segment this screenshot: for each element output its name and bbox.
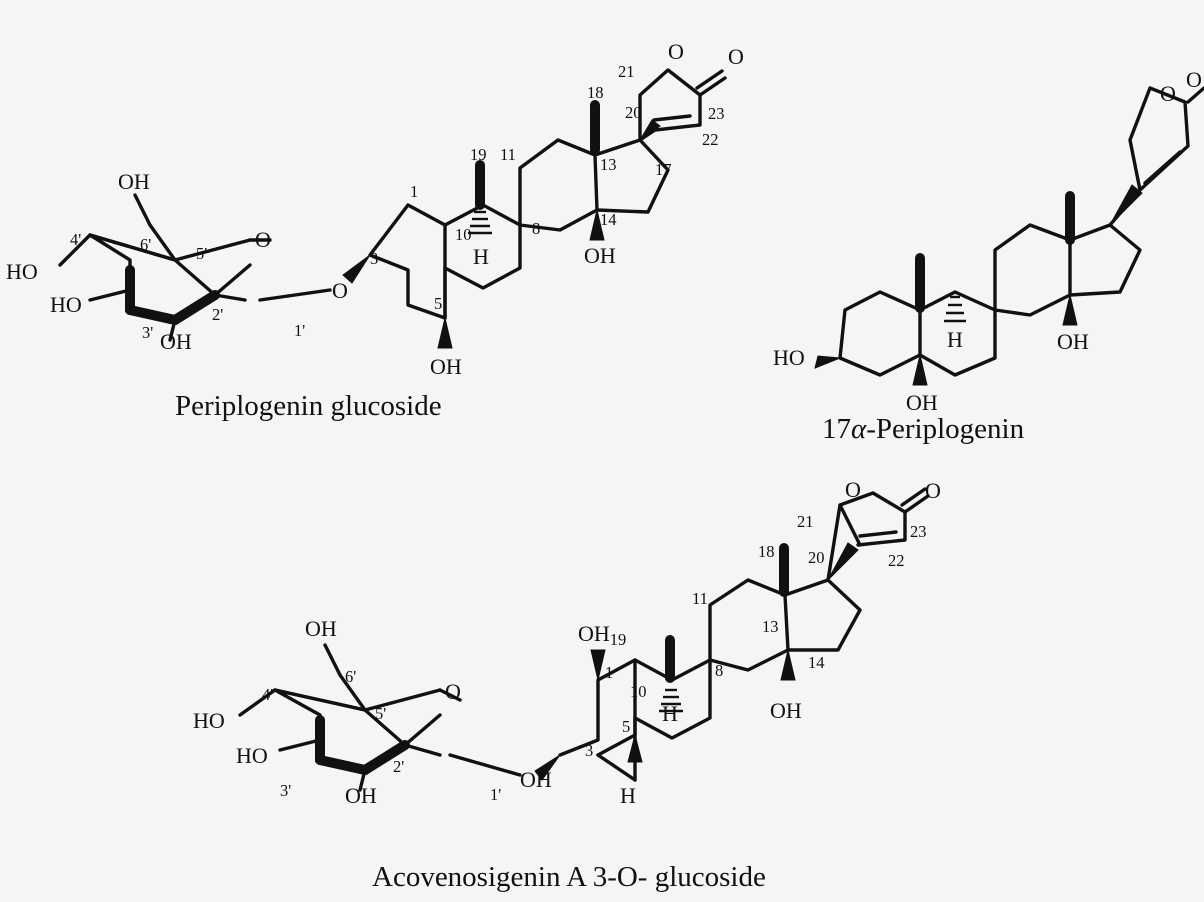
caption-alpha-symbol: α [851,413,867,445]
hashed-bond-9h-3 [659,688,683,713]
locant-11-3: 11 [692,589,708,608]
locant-19: 19 [470,145,487,164]
atom-o-carbonyl-2: O [1186,67,1202,92]
locant-20: 20 [625,103,642,122]
locant-18: 18 [587,83,604,102]
locant-5-3: 5 [622,717,630,736]
locant-21-3: 21 [797,512,814,531]
locant-1-3: 1 [605,663,613,682]
atom-h-9: H [473,244,489,269]
atom-o-ring: O [668,39,684,64]
locant-1p-3: 1' [490,785,501,804]
hashed-bond-9h [468,210,492,235]
atom-oh-6p-3: OH [305,616,337,641]
locant-14-3: 14 [808,653,825,672]
atom-h-9-2: H [947,327,963,352]
structure-17a-periplogenin: O O HO OH OH H 17α-Periplogenin [773,67,1204,445]
locant-18-3: 18 [758,542,775,561]
atom-oh-14-3: OH [770,698,802,723]
locant-23-3: 23 [910,522,927,541]
locant-11: 11 [500,145,516,164]
caption-prefix: 17 [822,413,851,445]
locant-22-3: 22 [888,551,905,570]
locant-1: 1 [410,182,418,201]
caption-acovenosigenin-glucoside: Acovenosigenin A 3-O- glucoside [372,861,766,893]
locant-13-3: 13 [762,617,779,636]
atom-o-pyranose: O [255,227,271,252]
atom-ho-4p-3: HO [193,708,225,733]
locant-14: 14 [600,210,617,229]
atom-oh-5-2: OH [906,390,938,415]
caption-suffix: -Periplogenin [866,413,1024,445]
atom-o-glycosidic: O [332,278,348,303]
locant-10-3: 10 [630,682,647,701]
atom-o-ring-3: O [845,477,861,502]
atom-oh-2p-3: OH [345,783,377,808]
atom-oh-2p: OH [160,329,192,354]
atom-h-5-3: H [620,783,636,808]
atom-oh-5: OH [430,354,462,379]
locant-6p: 6' [140,235,151,254]
locant-17: 17 [655,160,672,179]
locant-1p: 1' [294,321,305,340]
atom-oh-1-label: OH [578,621,610,646]
hashed-bond-9h-2 [944,295,966,323]
locant-3p-3: 3' [280,781,291,800]
locant-3-3: 3 [585,741,593,760]
atom-o-carbonyl-3: O [925,478,941,503]
locant-2p-3: 2' [393,757,404,776]
atom-ho-3p-3: HO [236,743,268,768]
atom-oh-14-2: OH [1057,329,1089,354]
locant-8-3: 8 [715,661,723,680]
atom-o-pyranose-3: O [445,679,461,704]
locant-5: 5 [434,294,442,313]
atom-h-9-3: H [662,701,678,726]
atom-oh-1: OH19 [578,621,626,649]
caption-periplogenin-glucoside: Periplogenin glucoside [175,390,442,422]
locant-8: 8 [532,219,540,238]
locant-21: 21 [618,62,635,81]
locant-5p-3: 5' [375,704,386,723]
locant-4p: 4' [70,230,81,249]
atom-o-ring-2: O [1160,81,1176,106]
locant-10: 10 [455,225,472,244]
structure-periplogenin-glucoside: O O OH O HO HO OH O OH OH H 21 23 20 22 … [6,39,744,422]
caption-17a-periplogenin: 17α-Periplogenin [822,413,1025,445]
atom-ho-3-2: HO [773,345,805,370]
locant-4p-3: 4' [262,685,273,704]
atom-ho-4p: HO [6,259,38,284]
locant-3: 3 [370,249,378,268]
locant-23: 23 [708,104,725,123]
atom-o-glycosidic-3: OH [520,767,552,792]
locant-5p: 5' [196,244,207,263]
locant-2p: 2' [212,305,223,324]
locant-20-3: 20 [808,548,825,567]
atom-ho-3p: HO [50,292,82,317]
locant-6p-3: 6' [345,667,356,686]
atom-o-carbonyl: O [728,44,744,69]
structure-acovenosigenin-glucoside: O O OH HO HO OH O OH OH H H OH19 21 23 2… [193,477,941,893]
locant-22: 22 [702,130,719,149]
locant-3p: 3' [142,323,153,342]
locant-13: 13 [600,155,617,174]
atom-oh-6p: OH [118,169,150,194]
locant-19-3: 19 [610,630,627,649]
atom-oh-14: OH [584,243,616,268]
